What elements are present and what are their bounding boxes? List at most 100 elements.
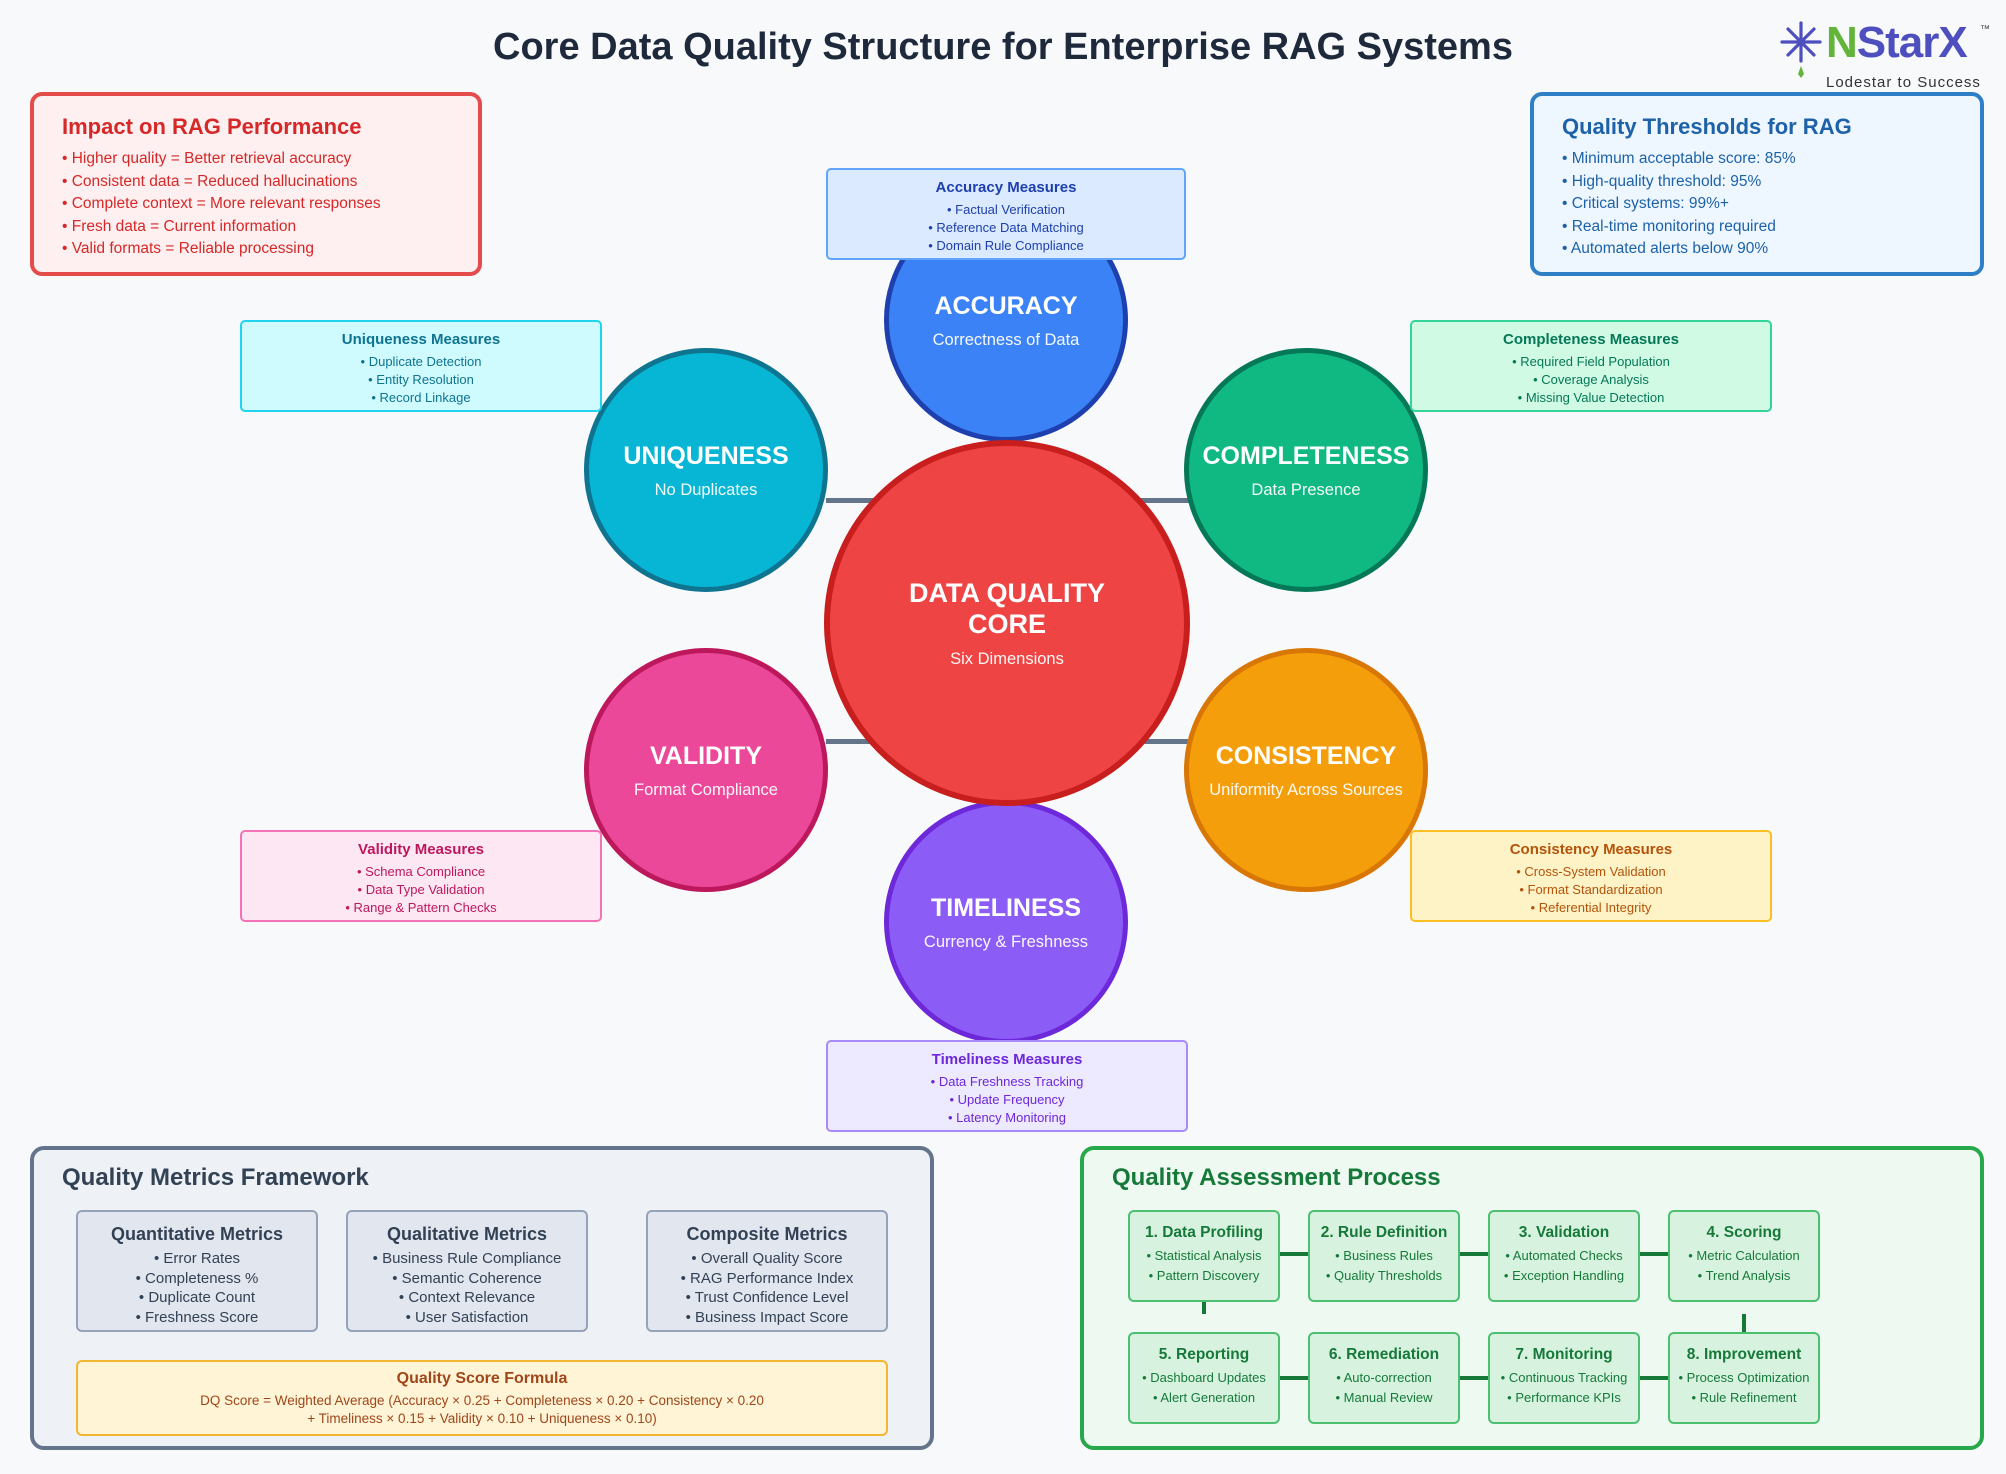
measure-item: • Duplicate Detection: [360, 354, 482, 369]
accuracy-measures-box: Accuracy Measures • Factual Verification…: [826, 168, 1186, 260]
step-item: • Metric Calculation: [1688, 1248, 1800, 1263]
process-step: 3. Validation • Automated Checks • Excep…: [1488, 1210, 1640, 1302]
validity-measures-title: Validity Measures: [358, 841, 484, 858]
validity-measures-box: Validity Measures • Schema Compliance • …: [240, 830, 602, 922]
step-item: • Auto-correction: [1336, 1370, 1432, 1385]
threshold-item: • Automated alerts below 90%: [1562, 240, 1769, 257]
impact-item: • Valid formats = Reliable processing: [62, 240, 314, 257]
connector-consistency-core: [1128, 739, 1190, 744]
validity-circle: VALIDITY Format Compliance: [584, 648, 828, 892]
accuracy-measures-title: Accuracy Measures: [935, 179, 1077, 196]
qualitative-metrics-card: Qualitative Metrics • Business Rule Comp…: [346, 1210, 588, 1332]
step-title: 3. Validation: [1518, 1224, 1610, 1241]
card-item: • Semantic Coherence: [392, 1269, 542, 1287]
step-connector: [1638, 1376, 1668, 1380]
step-title: 1. Data Profiling: [1145, 1224, 1263, 1241]
core-subtitle: Six Dimensions: [950, 649, 1064, 668]
step-connector: [1458, 1252, 1488, 1256]
impact-item: • Fresh data = Current information: [62, 217, 297, 235]
card-item: • Business Impact Score: [685, 1308, 849, 1326]
step-connector: [1458, 1376, 1488, 1380]
accuracy-title: ACCURACY: [934, 291, 1078, 320]
card-item: • Completeness %: [135, 1269, 259, 1287]
quality-metrics-panel: Quality Metrics Framework Quantitative M…: [30, 1146, 934, 1450]
card-item: • Business Rule Compliance: [372, 1250, 562, 1267]
uniqueness-measures-title: Uniqueness Measures: [341, 331, 501, 348]
threshold-item: • Real-time monitoring required: [1562, 217, 1776, 235]
impact-item: • Consistent data = Reduced hallucinatio…: [62, 172, 358, 190]
process-step: 7. Monitoring • Continuous Tracking • Pe…: [1488, 1332, 1640, 1424]
threshold-item: • Critical systems: 99%+: [1562, 195, 1729, 212]
measure-item: • Referential Integrity: [1530, 900, 1652, 915]
measure-item: • Format Standardization: [1519, 882, 1663, 897]
measure-item: • Latency Monitoring: [947, 1110, 1066, 1125]
threshold-item: • High-quality threshold: 95%: [1562, 172, 1762, 190]
connector-validity-core: [826, 739, 888, 744]
card-item: • RAG Performance Index: [680, 1269, 854, 1287]
card-title: Qualitative Metrics: [386, 1224, 548, 1244]
step-item: • Rule Refinement: [1691, 1389, 1797, 1405]
trademark-mark: ™: [1980, 24, 1990, 35]
process-title: Quality Assessment Process: [1112, 1164, 1441, 1191]
step-item: • Quality Thresholds: [1325, 1267, 1443, 1283]
consistency-subtitle: Uniformity Across Sources: [1209, 780, 1403, 799]
card-item: • Error Rates: [153, 1250, 241, 1267]
metrics-title: Quality Metrics Framework: [62, 1164, 369, 1191]
page-title: Core Data Quality Structure for Enterpri…: [493, 26, 1513, 68]
measure-item: • Data Freshness Tracking: [930, 1074, 1084, 1089]
step-title: 6. Remediation: [1328, 1346, 1440, 1363]
measure-item: • Range & Pattern Checks: [345, 900, 497, 915]
step-title: 4. Scoring: [1706, 1224, 1782, 1241]
nstarx-logo: NStarX ™ Lodestar to Success: [1780, 18, 1990, 91]
threshold-item: • Minimum acceptable score: 85%: [1562, 150, 1796, 167]
logo-tagline: Lodestar to Success: [1826, 74, 1981, 91]
core-title-line1: DATA QUALITY: [909, 577, 1105, 608]
quantitative-metrics-card: Quantitative Metrics • Error Rates • Com…: [76, 1210, 318, 1332]
composite-metrics-card: Composite Metrics • Overall Quality Scor…: [646, 1210, 888, 1332]
card-item: • Overall Quality Score: [691, 1250, 843, 1267]
impact-title: Impact on RAG Performance: [62, 114, 362, 139]
process-step: 2. Rule Definition • Business Rules • Qu…: [1308, 1210, 1460, 1302]
measure-item: • Record Linkage: [371, 390, 471, 405]
thresholds-box: Quality Thresholds for RAG • Minimum acc…: [1530, 92, 1984, 276]
consistency-measures-title: Consistency Measures: [1509, 841, 1673, 858]
consistency-title: CONSISTENCY: [1215, 741, 1397, 770]
step-item: • Process Optimization: [1678, 1370, 1810, 1385]
step-item: • Continuous Tracking: [1500, 1370, 1628, 1385]
uniqueness-measures-box: Uniqueness Measures • Duplicate Detectio…: [240, 320, 602, 412]
process-step: 6. Remediation • Auto-correction • Manua…: [1308, 1332, 1460, 1424]
star-logo-icon: [1780, 21, 1822, 78]
logo-wordmark: NStarX: [1826, 18, 1968, 67]
step-item: • Business Rules: [1335, 1248, 1433, 1263]
step-title: 8. Improvement: [1686, 1346, 1802, 1363]
process-step: 5. Reporting • Dashboard Updates • Alert…: [1128, 1332, 1280, 1424]
uniqueness-subtitle: No Duplicates: [654, 480, 758, 499]
process-step: 4. Scoring • Metric Calculation • Trend …: [1668, 1210, 1820, 1302]
formula-title: Quality Score Formula: [396, 1370, 568, 1387]
card-item: • Freshness Score: [135, 1308, 259, 1326]
measure-item: • Reference Data Matching: [928, 220, 1084, 235]
core-title-line2: CORE: [967, 608, 1046, 639]
step-title: 2. Rule Definition: [1320, 1224, 1448, 1241]
process-step: 8. Improvement • Process Optimization • …: [1668, 1332, 1820, 1424]
measure-item: • Missing Value Detection: [1517, 390, 1665, 405]
measure-item: • Factual Verification: [947, 202, 1065, 217]
card-item: • Trust Confidence Level: [685, 1289, 849, 1306]
card-item: • Context Relevance: [398, 1289, 536, 1306]
process-step: 1. Data Profiling • Statistical Analysis…: [1128, 1210, 1280, 1302]
completeness-circle: COMPLETENESS Data Presence: [1184, 348, 1428, 592]
uniqueness-circle: UNIQUENESS No Duplicates: [584, 348, 828, 592]
validity-subtitle: Format Compliance: [634, 780, 778, 799]
quality-assessment-panel: Quality Assessment Process 1. Data Profi…: [1080, 1146, 1984, 1450]
completeness-title: COMPLETENESS: [1202, 441, 1410, 470]
card-title: Quantitative Metrics: [110, 1224, 284, 1244]
data-quality-core-circle: DATA QUALITY CORE Six Dimensions: [824, 440, 1190, 806]
step-item: • Pattern Discovery: [1148, 1267, 1260, 1283]
measure-item: • Cross-System Validation: [1516, 864, 1666, 879]
timeliness-measures-title: Timeliness Measures: [931, 1051, 1083, 1068]
step-item: • Alert Generation: [1152, 1389, 1256, 1405]
timeliness-subtitle: Currency & Freshness: [923, 932, 1089, 951]
step-title: 5. Reporting: [1158, 1346, 1250, 1363]
accuracy-subtitle: Correctness of Data: [932, 330, 1080, 349]
step-title: 7. Monitoring: [1515, 1346, 1613, 1363]
